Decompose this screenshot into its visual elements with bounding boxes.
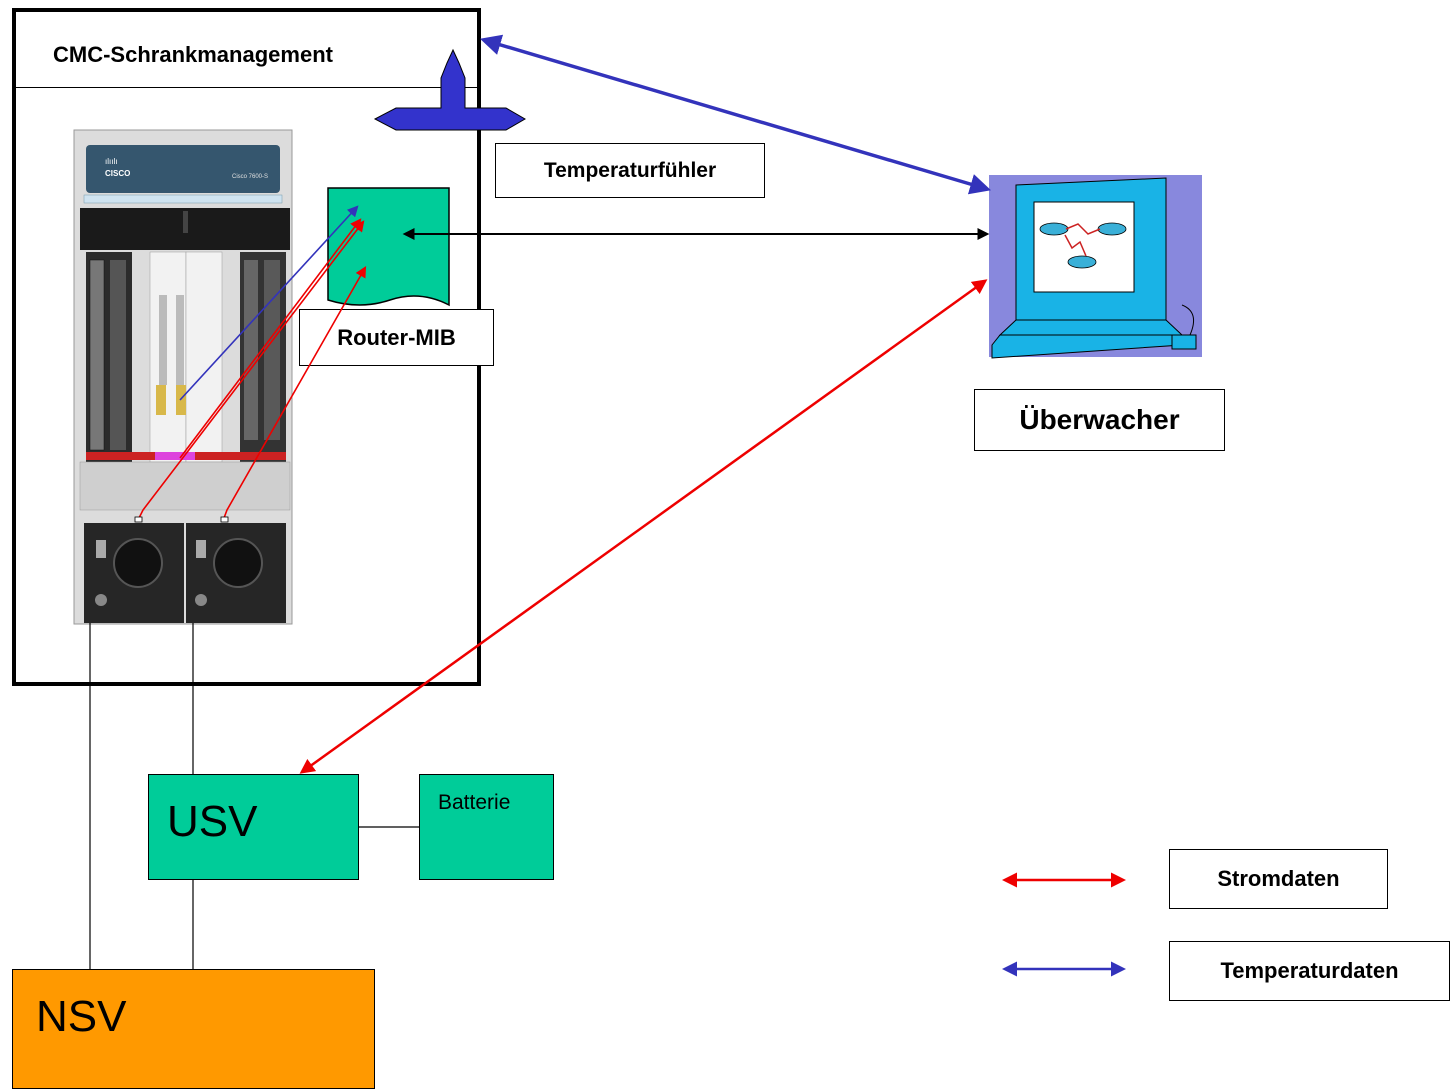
monitor-workstation-icon — [989, 175, 1202, 359]
router-mib-document-shape — [327, 187, 450, 307]
router-model-text: Cisco 7600-S — [232, 174, 268, 180]
battery-label: Batterie — [438, 791, 511, 814]
nsv-label: NSV — [36, 992, 127, 1041]
router-brand-logo: ılıılı — [105, 157, 117, 166]
usv-box: USV — [148, 774, 359, 880]
cabinet-title: CMC-Schrankmanagement — [53, 42, 333, 67]
legend-label-power: Stromdaten — [1169, 849, 1388, 909]
cabinet-title-row: CMC-Schrankmanagement — [16, 12, 477, 88]
monitor-label: Überwacher — [974, 389, 1225, 451]
legend-label-temperature: Temperaturdaten — [1169, 941, 1450, 1001]
nsv-box: NSV — [12, 969, 375, 1089]
router-brand-text: CISCO — [105, 169, 130, 178]
monitor-label-text: Überwacher — [1019, 404, 1180, 435]
router-chassis-image: ılıılı CISCO Cisco 7600-S — [73, 129, 293, 625]
temperature-data-arrow — [479, 34, 992, 195]
card-power-arrow — [179, 218, 362, 459]
card-temperature-arrow — [179, 205, 359, 401]
power-wiring — [89, 623, 419, 969]
battery-box: Batterie — [419, 774, 554, 880]
psu1-power-arrow — [138, 220, 365, 519]
temperature-sensor-shape — [373, 48, 526, 131]
usv-label: USV — [167, 797, 258, 846]
psu2-power-arrow — [223, 266, 367, 519]
power-data-arrow — [299, 279, 988, 774]
